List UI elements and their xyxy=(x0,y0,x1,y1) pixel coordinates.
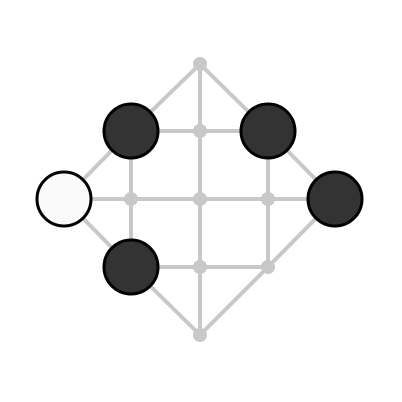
black-stone-right[interactable] xyxy=(306,170,364,228)
empty-node-lower-middle[interactable] xyxy=(193,260,207,274)
empty-node-center-left[interactable] xyxy=(124,192,138,206)
empty-node-lower-right[interactable] xyxy=(261,260,275,274)
board-nodes[interactable] xyxy=(124,57,275,342)
board-line xyxy=(198,265,270,337)
empty-node-top[interactable] xyxy=(193,57,207,71)
black-stone-upper-right[interactable] xyxy=(239,102,297,160)
empty-node-bottom[interactable] xyxy=(193,328,207,342)
board-stones[interactable] xyxy=(35,102,364,296)
black-stone-lower-left[interactable] xyxy=(102,238,160,296)
empty-node-upper-middle[interactable] xyxy=(193,124,207,138)
empty-node-center[interactable] xyxy=(193,192,207,206)
white-stone-left[interactable] xyxy=(35,170,93,228)
empty-node-center-right[interactable] xyxy=(261,192,275,206)
black-stone-upper-left[interactable] xyxy=(102,102,160,160)
